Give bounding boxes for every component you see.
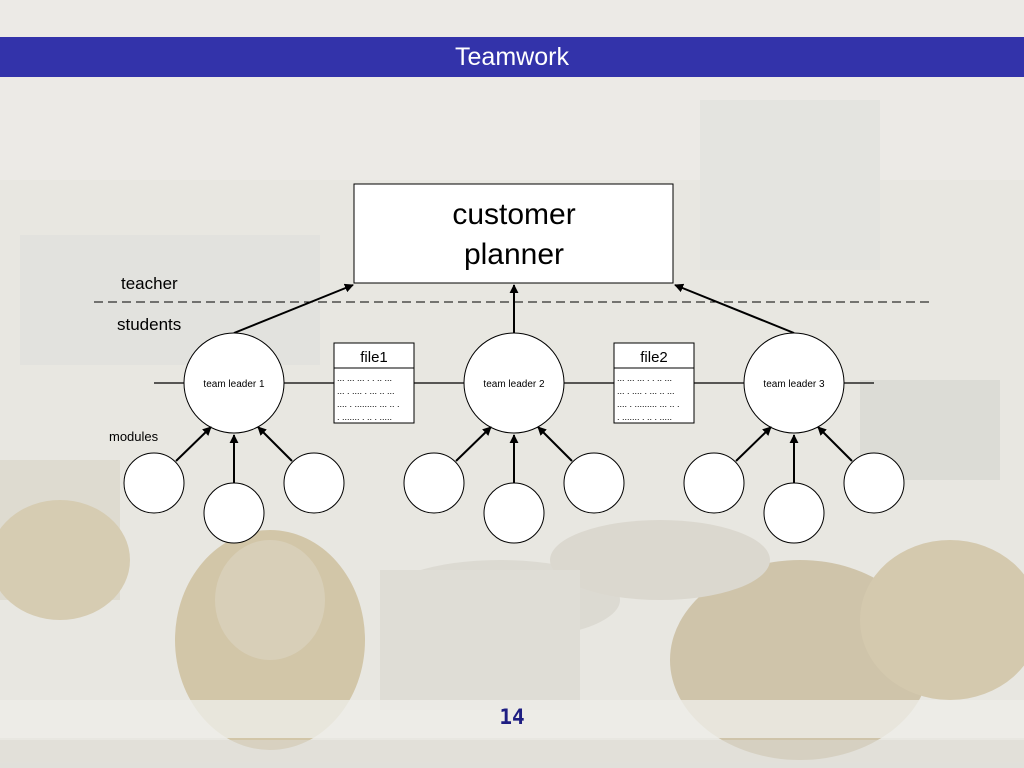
teacher-label: teacher <box>121 274 178 293</box>
file2-line: .... . ......... ... .. . <box>617 399 680 409</box>
arrow-leader3-to-box <box>674 283 795 334</box>
file2-line: . ....... . .. . ..... <box>617 412 672 422</box>
team-leader-1-circle <box>183 332 285 434</box>
file1-label: file1 <box>360 349 388 366</box>
file1-line: ... . .... . ... .. ... <box>337 386 395 396</box>
file1-line: .... . ......... ... .. . <box>337 399 400 409</box>
title-bar: Teamwork <box>0 37 1024 77</box>
module-circle <box>763 482 825 544</box>
module-circle <box>843 452 905 514</box>
team-leader-2-label: team leader 2 <box>483 379 545 390</box>
module-circle <box>203 482 265 544</box>
students-label: students <box>117 315 181 334</box>
module-circle <box>123 452 185 514</box>
file1-box: file1 ... ... ... . . .. ... ... . .... … <box>333 342 415 424</box>
arrow-module-to-leader <box>735 426 772 462</box>
top-box-line1: customer <box>452 198 575 231</box>
module-circle <box>403 452 465 514</box>
page-number: 14 <box>499 705 525 729</box>
module-circle <box>683 452 745 514</box>
file2-line: ... ... ... . . .. ... <box>617 373 672 383</box>
module-circle <box>283 452 345 514</box>
team-leader-2-circle <box>463 332 565 434</box>
bottom-strip <box>0 740 1024 768</box>
module-circle <box>563 452 625 514</box>
file2-label: file2 <box>640 349 668 366</box>
file2-box: file2 ... ... ... . . .. ... ... . .... … <box>613 342 695 424</box>
top-box-line2: planner <box>464 238 564 271</box>
arrow-module-to-leader <box>257 426 293 462</box>
file1-line: ... ... ... . . .. ... <box>337 373 392 383</box>
arrow-leader1-to-box <box>233 283 354 334</box>
file1-line: . ....... . .. . ..... <box>337 412 392 422</box>
slide-title: Teamwork <box>455 42 569 71</box>
arrow-module-to-leader <box>175 426 212 462</box>
file2-line: ... . .... . ... .. ... <box>617 386 675 396</box>
arrow-module-to-leader <box>537 426 573 462</box>
team-leader-1-label: team leader 1 <box>203 379 265 390</box>
team-leader-3-circle <box>743 332 845 434</box>
modules-label: modules <box>109 429 159 444</box>
footer-bar <box>0 700 1024 738</box>
arrow-module-to-leader <box>817 426 853 462</box>
arrow-module-to-leader <box>455 426 492 462</box>
team-leader-3-label: team leader 3 <box>763 379 825 390</box>
customer-planner-box <box>353 183 674 284</box>
module-circle <box>483 482 545 544</box>
